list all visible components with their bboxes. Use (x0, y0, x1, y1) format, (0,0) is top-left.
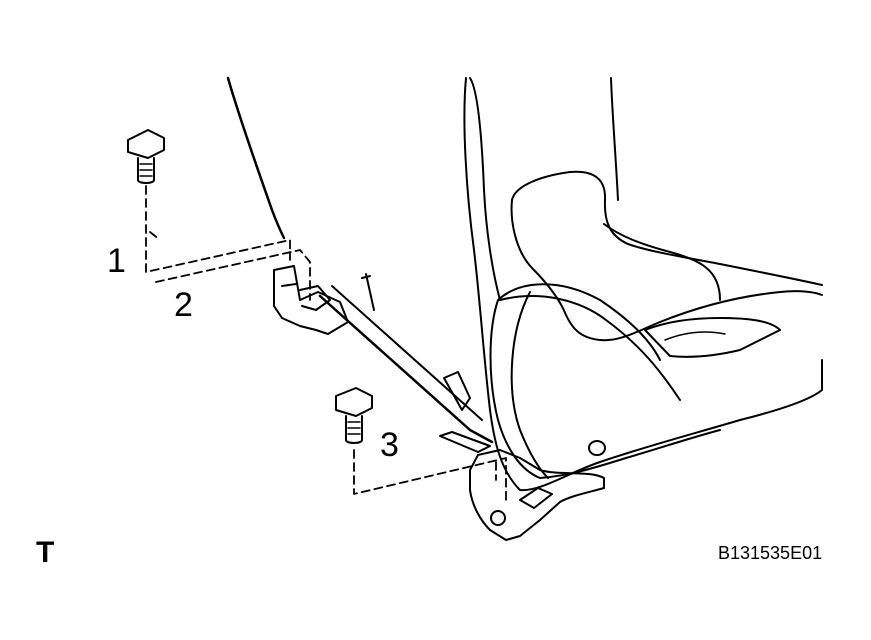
cable-line-upper (331, 285, 483, 421)
seatback-edge (226, 76, 286, 240)
seat-cover-inner (510, 199, 823, 342)
cable-line (318, 294, 494, 444)
assembly-guides (145, 185, 507, 501)
callout-3: 3 (380, 426, 399, 464)
seat-back-outline (469, 77, 501, 301)
bolt-3 (335, 387, 373, 444)
corner-mark: T (36, 536, 55, 569)
seat-cover-fold (603, 223, 721, 301)
seat-back-rear (610, 77, 619, 201)
recliner-housing (489, 299, 721, 479)
seat-cover-hump (511, 170, 823, 286)
figure-id: B131535E01 (718, 543, 823, 563)
rail-bracket (469, 449, 605, 541)
recliner-housing-edge (510, 291, 549, 479)
upper-bracket (273, 265, 349, 335)
callout-1: 1 (107, 242, 126, 280)
lever-pad-inner (664, 331, 726, 341)
cable-end (439, 431, 491, 453)
seat-side-panel (463, 77, 823, 492)
recliner-housing-top (499, 295, 681, 401)
panel-tab (443, 371, 471, 411)
callout-2: 2 (174, 286, 193, 324)
rail-slot (519, 487, 553, 509)
hook-mark (361, 273, 375, 311)
upper-bracket-inner (281, 283, 331, 311)
seat-cover-lower (497, 283, 661, 361)
bolt-1 (127, 129, 165, 184)
housing-hole (588, 440, 606, 456)
lever-pad (644, 317, 781, 358)
rail-bolt-hole (490, 510, 506, 526)
